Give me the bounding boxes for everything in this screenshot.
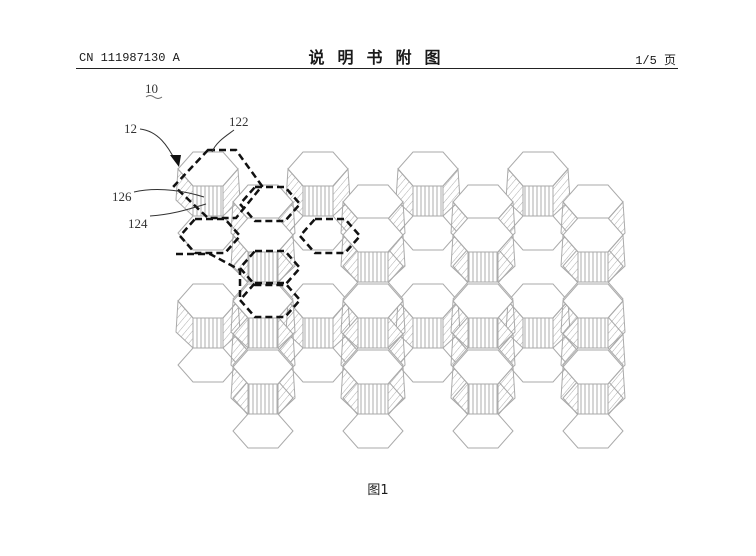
arrow-icon (170, 155, 181, 167)
front-face (467, 251, 499, 283)
front-face (412, 317, 444, 349)
highlighted-unit-outline (172, 148, 362, 319)
front-face (192, 185, 224, 217)
ref-label-124: 124 (128, 216, 148, 231)
figure-caption: 图1 (367, 483, 389, 498)
bottom-face (177, 215, 239, 251)
front-face (577, 251, 609, 283)
hex-unit (175, 151, 241, 251)
page-number: 1/5 页 (635, 54, 676, 68)
ref-label-12: 12 (124, 121, 137, 136)
ref-label-122: 122 (229, 114, 249, 129)
document-title: 说明书附图 (308, 48, 454, 67)
leader-124 (149, 203, 207, 217)
bottom-face (287, 215, 349, 251)
ref-label-126: 126 (112, 189, 132, 204)
front-face (577, 317, 609, 349)
leader-12 (139, 128, 177, 163)
hex-unit (175, 283, 241, 383)
hexagon-tile-grid (175, 151, 626, 449)
front-face (467, 317, 499, 349)
hex-unit (560, 349, 626, 449)
hex-unit (340, 349, 406, 449)
hex-unit (505, 151, 571, 251)
bottom-face (397, 215, 459, 251)
front-face (357, 317, 389, 349)
bottom-face (452, 413, 514, 449)
unit-outline (172, 148, 264, 220)
bottom-face (177, 347, 239, 383)
front-face (302, 185, 334, 217)
hex-unit (285, 151, 351, 251)
bottom-face (562, 413, 624, 449)
front-face (247, 383, 279, 415)
front-face (522, 185, 554, 217)
front-face (467, 383, 499, 415)
bottom-face (287, 347, 349, 383)
front-face (412, 185, 444, 217)
ref-label-10: 10 (145, 81, 158, 96)
front-face (522, 317, 554, 349)
front-face (357, 251, 389, 283)
hex-unit (230, 349, 296, 449)
hex-unit (450, 349, 516, 449)
publication-number: CN 111987130 A (79, 51, 180, 65)
front-face (192, 317, 224, 349)
hex-unit (505, 283, 571, 383)
front-face (357, 383, 389, 415)
bottom-face (397, 347, 459, 383)
bottom-face (342, 413, 404, 449)
outline-link (176, 252, 242, 300)
front-face (302, 317, 334, 349)
hex-unit (395, 283, 461, 383)
bottom-face (232, 413, 294, 449)
leader-126 (133, 189, 205, 198)
front-face (247, 317, 279, 349)
bottom-face (507, 215, 569, 251)
front-face (577, 383, 609, 415)
front-face (247, 251, 279, 283)
underline-wave-10 (145, 95, 163, 99)
page-header: CN 111987130 A 说明书附图 1/5 页 (76, 44, 678, 68)
header-rule (76, 68, 678, 69)
hex-unit (285, 283, 351, 383)
leader-122 (211, 129, 235, 153)
hex-unit (395, 151, 461, 251)
bottom-face (507, 347, 569, 383)
